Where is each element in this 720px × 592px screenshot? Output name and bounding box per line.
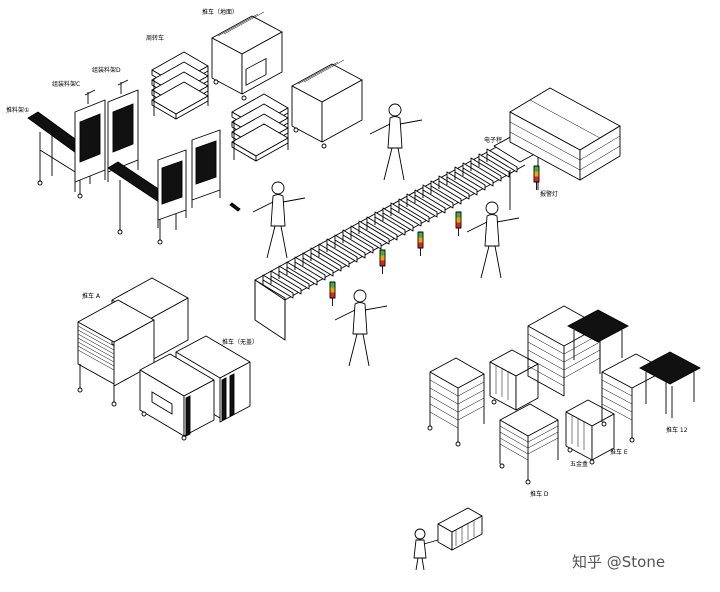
worker-4 [334,289,388,367]
pallet-stack [509,87,621,181]
cart-mid [291,59,363,149]
workbench-2 [639,351,701,418]
watermark: 知乎 @Stone [572,553,665,571]
shelf-stack-top [151,51,209,120]
label-rack-c: 组装料架D [92,66,121,74]
tote-rack-left [427,357,485,447]
label-rack-b: 组装料架C [52,80,80,88]
label-alarm: 报警灯 [540,190,558,198]
label-conveyor: 电子秤 [484,136,502,144]
frame-rack-6 [191,129,221,208]
label-tote-d: 推车 D [530,490,549,498]
cart-no-lid [139,335,251,441]
workbench-1 [567,309,629,374]
handheld-scanner-icon [229,202,241,212]
label-part-bin: 五金盒 [570,460,588,468]
label-cart-top: 推车（地面） [202,8,238,16]
label-shelf-12: 推车 12 [666,426,688,434]
tote-stack-mid [499,403,559,485]
frame-rack-3 [107,79,139,182]
label-cart-none: 推车（无盖） [222,338,258,346]
label-cart-a: 推车 A [82,292,101,300]
worker-1 [369,103,423,181]
worker-2 [252,181,306,259]
label-rack-a: 推料架① [6,106,29,114]
worker-3 [466,201,520,279]
rack-group-top-left [27,79,221,245]
shelf-stack-mid [231,93,289,162]
worker-with-cart [413,507,483,571]
label-shelf-top: 周转车 [146,34,164,42]
frame-rack-2 [74,89,106,192]
roller-conveyor [254,133,543,341]
frame-rack-5 [157,149,187,228]
cart-top [211,11,283,101]
bin-cart-2 [565,399,615,465]
label-tote-e: 推车 E [610,448,628,456]
bin-cart-1 [489,349,539,417]
